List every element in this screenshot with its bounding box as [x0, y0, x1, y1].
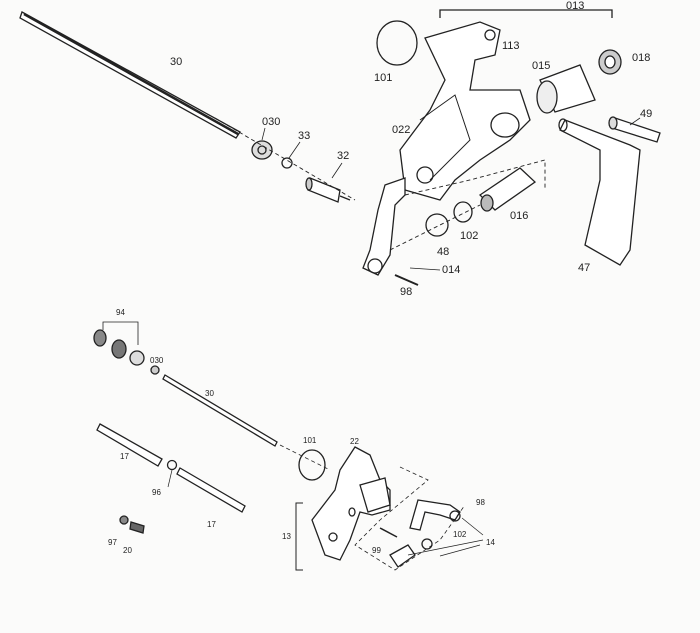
label-022: 022 [392, 124, 411, 136]
label-30: 30 [170, 56, 183, 68]
label-96: 96 [152, 488, 161, 497]
clip-33 [281, 157, 293, 169]
label-015: 015 [532, 60, 551, 72]
tube-17b [176, 467, 246, 513]
bolt-49 [608, 116, 661, 143]
washer-030-b [150, 365, 160, 375]
ball-96 [166, 459, 178, 471]
gear-94b [111, 339, 127, 359]
label-99: 99 [372, 546, 381, 555]
lever-014 [362, 177, 406, 276]
label-30-b: 30 [205, 389, 214, 398]
label-47: 47 [578, 262, 591, 274]
label-014: 014 [442, 264, 461, 276]
disc-94c [129, 350, 145, 366]
label-17a: 17 [120, 452, 129, 461]
washer-030 [251, 140, 273, 160]
ring-101 [376, 20, 418, 66]
bracket-013 [439, 9, 613, 18]
label-030: 030 [262, 116, 281, 128]
housing-022 [399, 21, 531, 201]
label-17b: 17 [207, 520, 216, 529]
rod-30-b [162, 374, 278, 447]
ring-101-b [298, 449, 326, 481]
bracket-13 [295, 502, 303, 571]
bracket-94 [102, 321, 139, 345]
label-94: 94 [116, 308, 125, 317]
label-33: 33 [298, 130, 311, 142]
ring-102 [453, 201, 473, 223]
sleeve-015 [536, 64, 596, 114]
label-98-b: 98 [476, 498, 485, 507]
label-48: 48 [437, 246, 450, 258]
bolt-20 [129, 521, 145, 534]
bushing-14 [389, 544, 416, 568]
bushing-016 [478, 167, 537, 212]
label-32: 32 [337, 150, 350, 162]
label-20: 20 [123, 546, 132, 555]
ring-102-b [421, 538, 433, 550]
label-14: 14 [486, 538, 495, 547]
label-101: 101 [374, 72, 393, 84]
label-49: 49 [640, 108, 653, 120]
pin-32 [305, 177, 351, 203]
arm-47 [558, 118, 641, 266]
pin-98 [394, 274, 419, 286]
label-018: 018 [632, 52, 651, 64]
washer-48 [425, 213, 449, 237]
label-030-b: 030 [150, 356, 164, 365]
lever-14 [409, 499, 461, 531]
label-102-b: 102 [453, 530, 467, 539]
label-102: 102 [460, 230, 479, 242]
nut-97 [119, 515, 129, 525]
tube-17a [96, 423, 163, 467]
label-98: 98 [400, 286, 413, 298]
label-97: 97 [108, 538, 117, 547]
gear-94a [93, 329, 107, 347]
label-13: 13 [282, 532, 291, 541]
rod-30 [19, 11, 241, 139]
label-101-b: 101 [303, 436, 317, 445]
label-22: 22 [350, 437, 359, 446]
label-013: 013 [566, 0, 585, 12]
bracket-22 [311, 446, 391, 561]
label-016: 016 [510, 210, 529, 222]
pin-99 [379, 527, 398, 538]
label-113: 113 [502, 40, 520, 52]
